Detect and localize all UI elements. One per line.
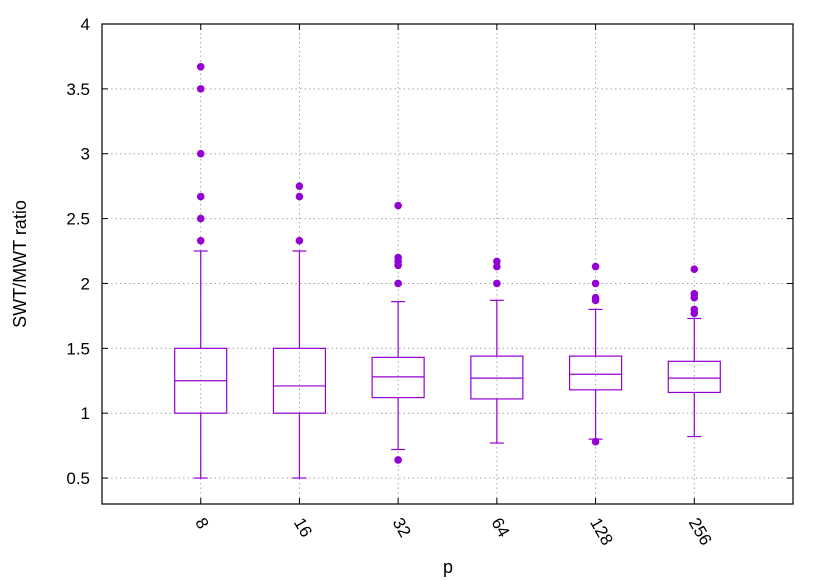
x-tick-label: 128 (586, 515, 617, 549)
box-16 (272, 182, 327, 479)
outlier-point (196, 236, 205, 245)
outlier-point (394, 456, 402, 464)
interquartile-box (667, 360, 721, 394)
outlier-point (295, 182, 304, 190)
y-tick-label: 1.5 (66, 339, 90, 358)
box-series (174, 63, 721, 479)
outlier-point (591, 293, 600, 302)
box-32 (371, 201, 425, 464)
x-axis-title: p (443, 557, 453, 577)
y-axis-ticks: 0.5 1 1.5 2 2.5 3 3.5 4 (66, 15, 793, 488)
y-tick-label: 2 (81, 274, 90, 293)
outlier-point (493, 279, 501, 288)
plot-frame (101, 23, 794, 505)
interquartile-box (470, 355, 524, 400)
x-tick-label: 16 (290, 515, 316, 541)
interquartile-box (371, 356, 425, 399)
y-tick-label: 3 (81, 145, 90, 164)
box-64 (470, 257, 524, 444)
x-tick-label: 8 (191, 515, 212, 533)
outlier-point (394, 253, 402, 262)
outlier-point (295, 192, 304, 201)
interquartile-box (272, 347, 327, 414)
outlier-point (591, 279, 600, 288)
outlier-point (196, 214, 205, 223)
y-tick-label: 2.5 (66, 210, 90, 229)
box-256 (667, 265, 721, 438)
outlier-point (690, 265, 699, 273)
outlier-point (196, 149, 205, 158)
y-axis-title: SWT/MWT ratio (10, 200, 30, 328)
outlier-point (690, 290, 699, 298)
x-axis-ticks: 8 16 32 64 128 256 (191, 24, 715, 549)
y-tick-label: 1 (81, 404, 90, 423)
outlier-point (394, 279, 402, 288)
outlier-point (591, 262, 600, 271)
box-8 (174, 63, 228, 479)
outlier-point (493, 257, 501, 266)
y-tick-label: 4 (81, 15, 90, 34)
outlier-point (394, 201, 402, 210)
y-tick-label: 3.5 (66, 80, 90, 99)
x-tick-label: 256 (685, 515, 716, 549)
grid-lines (102, 24, 793, 504)
box-128 (568, 262, 623, 446)
outlier-point (591, 437, 600, 446)
x-tick-label: 64 (487, 515, 513, 541)
y-tick-label: 0.5 (66, 469, 90, 488)
outlier-point (196, 85, 205, 93)
outlier-point (295, 236, 304, 245)
outlier-point (196, 63, 205, 71)
interquartile-box (568, 355, 623, 391)
outlier-point (690, 305, 699, 314)
outlier-point (196, 192, 205, 201)
x-tick-label: 32 (389, 515, 415, 541)
